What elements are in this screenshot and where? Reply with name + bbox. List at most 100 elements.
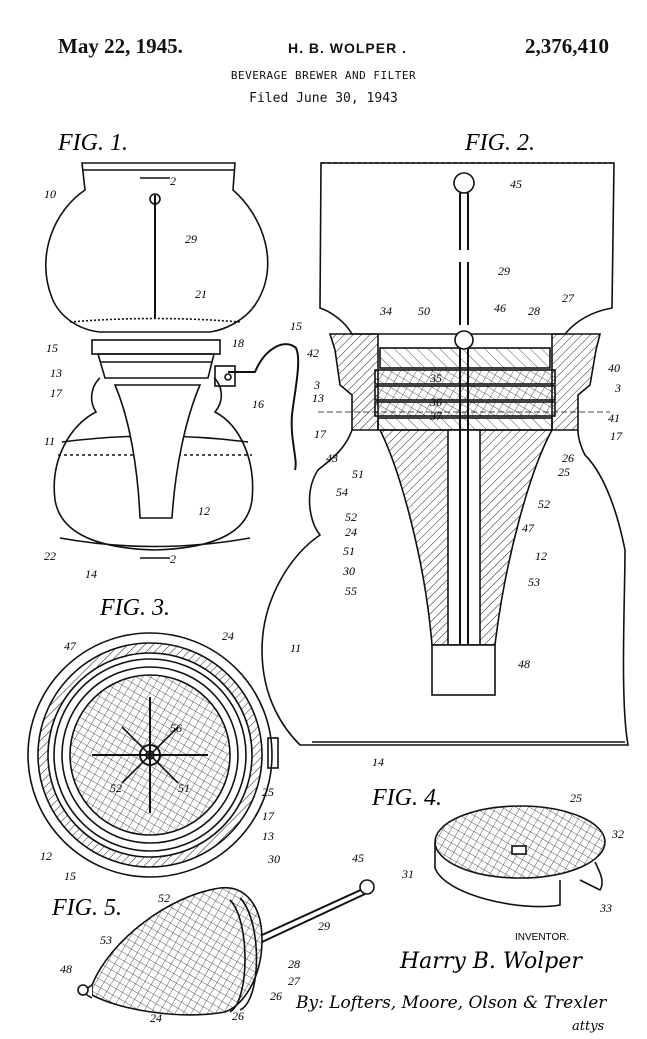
fig1-label: 29 [185,232,197,246]
fig5-label: 29 [318,919,330,933]
fig3-label: 25 [262,785,274,799]
fig3-label: 47 [64,639,77,653]
fig2-label: 11 [290,641,301,655]
fig5-label: 28 [288,957,300,971]
filing-date: Filed June 30, 1943 [249,91,398,106]
figure-2 [261,162,629,746]
fig3-label: 56 [170,721,182,735]
fig1-label: 17 [50,386,63,400]
fig3-label: 24 [222,629,234,643]
fig2-label: 29 [498,264,510,278]
fig5-label: 26 [232,1009,244,1023]
fig1-label: 18 [232,336,244,350]
fig3-title: FIG. 3. [99,595,170,621]
fig2-label: 15 [290,319,302,333]
fig4-labels: 25 32 31 33 [401,791,624,915]
fig2-label: 36 [429,395,442,409]
fig2-label: 51 [352,467,364,481]
fig3-label: 12 [40,849,52,863]
fig4-title: FIG. 4. [371,785,442,811]
fig2-label: 42 [307,346,319,360]
fig2-label: 25 [558,465,570,479]
inventor-signature: Harry B. Wolper [399,949,583,974]
fig4-label: 33 [599,901,612,915]
fig1-title: FIG. 1. [57,130,128,156]
fig2-label: 52 [345,510,357,524]
fig2-label: 55 [345,584,357,598]
fig5-label: 53 [100,933,112,947]
patent-title: BEVERAGE BREWER AND FILTER [230,69,417,82]
fig1-label: 14 [85,567,97,581]
fig4-label: 32 [611,827,624,841]
fig2-label: 47 [522,521,535,535]
fig2-label: 52 [538,497,550,511]
fig1-label: 2 [170,552,176,566]
fig2-label: 35 [429,371,442,385]
fig2-label: 43 [326,451,338,465]
fig3-labels: 24 47 56 52 51 25 17 13 12 15 [40,629,275,883]
fig1-label: 12 [198,504,210,518]
fig1-label: 22 [44,549,56,563]
fig5-label: 48 [60,962,72,976]
fig2-label: 14 [372,755,384,769]
figure-3 [27,632,279,878]
fig2-label: 51 [343,544,355,558]
fig2-label: 54 [336,485,348,499]
inventor-name-header: H. B. WOLPER . [288,40,407,56]
fig2-label: 40 [608,361,620,375]
fig2-label: 45 [510,177,522,191]
fig1-label: 13 [50,366,62,380]
figure-4 [434,805,606,908]
fig5-label: 24 [150,1011,162,1025]
fig4-label: 31 [401,867,414,881]
fig2-label: 24 [345,525,357,539]
inventor-caption: INVENTOR. [515,932,569,943]
fig2-label: 3 [313,378,320,392]
fig2-label: 17 [314,427,327,441]
fig2-label: 27 [562,291,575,305]
fig5-label: 26 [270,989,282,1003]
fig4-label: 25 [570,791,582,805]
fig5-title: FIG. 5. [51,895,122,921]
fig2-label: 41 [608,411,620,425]
fig1-labels: 2 10 29 21 15 13 17 18 16 11 12 22 14 2 [44,174,264,581]
fig1-label: 16 [252,397,264,411]
fig3-label: 17 [262,809,275,823]
fig2-label: 3 [614,381,621,395]
fig3-label: 52 [110,781,122,795]
fig2-label: 53 [528,575,540,589]
fig5-label: 45 [352,851,364,865]
patent-date: May 22, 1945. [58,34,183,58]
fig5-label: 30 [267,852,280,866]
fig3-label: 13 [262,829,274,843]
fig1-label: 10 [44,187,56,201]
fig1-label: 21 [195,287,207,301]
fig3-label: 15 [64,869,76,883]
fig5-labels: 30 45 52 29 53 48 28 27 26 24 26 [60,851,364,1025]
fig2-label: 50 [418,304,430,318]
fig2-label: 37 [429,409,443,423]
fig2-label: 30 [342,564,355,578]
attys-note: attys [572,1019,605,1034]
fig2-label: 46 [494,301,506,315]
fig1-label: 2 [170,174,176,188]
fig2-label: 17 [610,429,623,443]
attorneys-signature: By: Lofters, Moore, Olson & Trexler [295,993,607,1013]
fig2-labels: 45 29 34 50 46 28 27 15 42 40 13 35 36 3… [290,177,623,769]
fig3-label: 51 [178,781,190,795]
fig2-label: 12 [535,549,547,563]
fig5-label: 52 [158,891,170,905]
fig2-title: FIG. 2. [464,130,535,156]
fig2-label: 26 [562,451,574,465]
fig2-label: 34 [379,304,392,318]
fig2-label: 13 [312,391,324,405]
fig5-label: 27 [288,974,301,988]
fig2-label: 48 [518,657,530,671]
patent-number: 2,376,410 [525,34,609,58]
fig2-label: 28 [528,304,540,318]
fig1-label: 15 [46,341,58,355]
figure-1 [44,162,300,559]
figure-5 [77,879,375,1016]
fig1-label: 11 [44,434,55,448]
